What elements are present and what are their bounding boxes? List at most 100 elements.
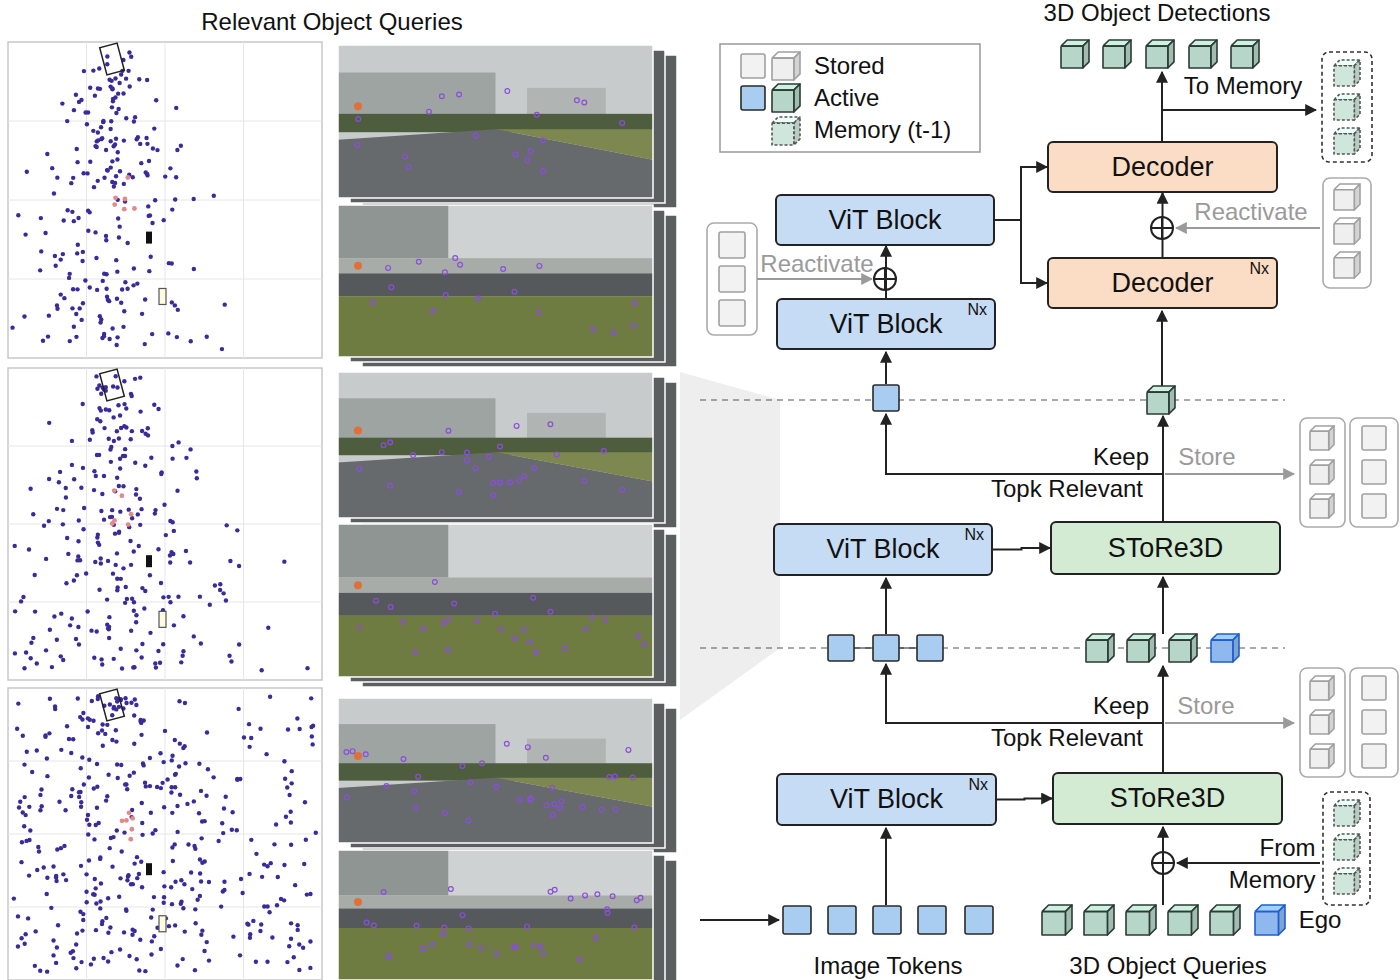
query-dot [156,547,160,551]
query-dot [80,928,84,932]
cube-face [1146,46,1168,68]
query-dot [68,272,72,276]
query-dot [70,306,74,310]
query-dot [152,895,156,899]
query-dot [75,160,79,164]
query-dot [603,617,608,622]
query-dot [88,160,92,164]
query-dot [532,466,537,471]
query-dot [272,842,276,846]
query-dot [84,900,88,904]
query-dot [607,775,612,780]
query-dot [147,159,151,163]
query-dot [175,963,179,967]
query-dot [140,833,144,837]
query-dot [132,119,136,123]
query-dot [92,185,96,189]
grid-line [8,602,322,603]
query-dot [344,795,349,800]
query-dot [75,558,79,562]
query-dot [85,171,89,175]
query-dot [105,168,109,172]
query-dot [356,117,361,122]
query-dot [192,844,196,848]
query-dot [134,957,138,961]
query-dot [574,98,579,103]
query-dot [231,934,235,938]
query-dot [150,221,154,225]
query-dot [59,748,63,752]
query-dot [91,719,95,723]
query-dot [95,417,99,421]
query-dot [35,748,39,752]
flow-line [885,352,887,384]
query-dot [193,907,197,911]
query-dot [109,139,113,143]
query-dot [159,786,163,790]
scene-part [338,45,653,198]
query-dot [512,945,517,950]
cube-face [1233,905,1240,935]
query-cube [1334,218,1360,244]
flow-label: Ego [1299,906,1342,934]
query-dot [150,831,154,835]
query-dot [191,197,195,201]
bev-plot [8,42,322,358]
query-dot [512,636,517,641]
query-dot [126,69,130,73]
query-dot [118,169,122,173]
query-dot [120,493,125,498]
query-dot [192,799,196,803]
query-dot [148,631,152,635]
query-dot [386,266,391,271]
query-dot [117,705,121,709]
query-dot [70,616,74,620]
query-dot [541,169,546,174]
query-dot [21,595,25,599]
sum-symbol [884,268,886,290]
query-dot [55,945,59,949]
flow-label: Keep [1093,443,1149,471]
query-dot [156,407,160,411]
query-dot [106,959,110,963]
query-dot [100,136,104,140]
query-dot [430,942,435,947]
cube-face [1334,100,1354,120]
grid-line [243,368,244,680]
query-dot [552,802,557,807]
query-dot [55,638,59,642]
query-dot [421,627,426,632]
query-dot [52,614,56,618]
query-dot [200,819,204,823]
query-dot [28,828,32,832]
query-dot [93,877,97,881]
query-dot [76,625,80,629]
flow-label: Keep [1093,692,1149,720]
panel-heading: Relevant Object Queries [201,8,462,36]
query-dot [388,440,393,445]
query-dot [99,657,103,661]
query-dot [47,421,51,425]
image-token [965,906,993,934]
separator-line [700,399,1285,400]
query-dot [268,695,272,699]
cube-face [1147,392,1169,414]
query-dot [508,480,513,485]
query-dot [71,287,75,291]
query-dot [197,762,201,766]
query-dot [100,728,104,732]
query-dot [136,512,140,516]
query-dot [22,762,26,766]
query-cube [1061,40,1089,68]
query-dot [67,737,71,741]
cube-face [794,52,800,80]
query-dot [354,426,362,434]
query-dot [153,661,157,665]
query-dot [249,736,253,740]
query-dot [31,636,35,640]
query-dot [212,194,216,198]
query-dot [460,764,465,769]
query-dot [251,919,255,923]
query-dot [16,944,20,948]
zoom-wedge [680,372,780,720]
